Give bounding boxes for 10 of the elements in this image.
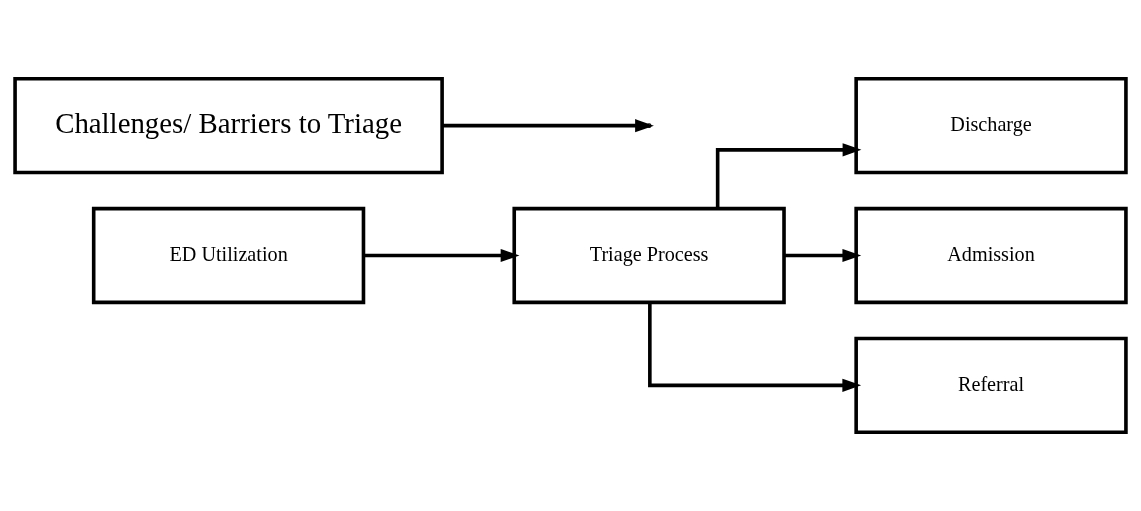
node-box: Referral [854,336,1128,435]
node-box: ED Utilization [91,206,366,305]
node-box: Challenges/ Barriers to Triage [13,76,444,175]
arrow [715,143,862,209]
arrow [784,248,862,263]
node-box: Triage Process [512,206,786,305]
arrow [363,248,520,263]
node-box: Admission [854,206,1128,305]
arrow [648,302,862,392]
node-box: Discharge [854,76,1128,175]
